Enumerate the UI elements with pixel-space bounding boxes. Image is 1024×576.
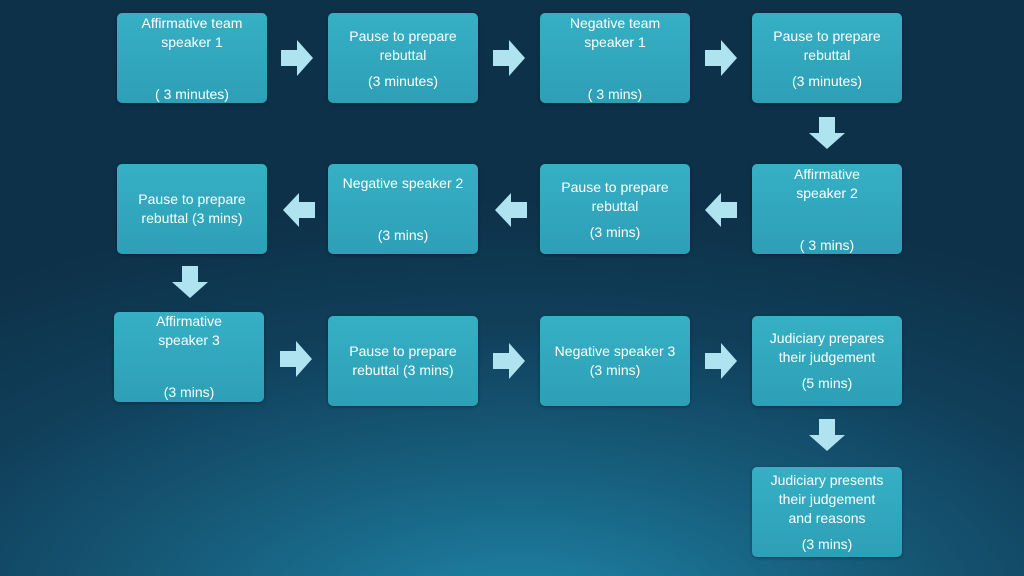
step-title: Judiciary presents their judgement and r… [770,472,884,526]
step-time: (3 minutes) [367,73,439,89]
down-arrow-icon [172,266,208,298]
right-arrow-icon [493,40,525,76]
step-title: Judiciary prepares their judgement [769,330,885,365]
left-arrow-icon [283,193,315,227]
down-arrow-icon [809,117,845,149]
step-negative-speaker-1: Negative team speaker 1 ( 3 mins) [540,13,690,103]
step-pause-1: Pause to prepare rebuttal (3 minutes) [328,13,478,103]
step-affirmative-speaker-3: Affirmative speaker 3 (3 mins) [114,312,264,402]
step-judiciary-presents: Judiciary presents their judgement and r… [752,467,902,557]
step-time: (3 mins) [163,384,215,400]
step-time: (3 minutes) [791,73,863,89]
step-title: Pause to prepare rebuttal [349,28,457,63]
right-arrow-icon [281,40,313,76]
step-negative-speaker-3: Negative speaker 3 (3 mins) [540,316,690,406]
right-arrow-icon [705,40,737,76]
step-time: (5 mins) [801,375,853,391]
step-title: Pause to prepare rebuttal (3 mins) [349,343,457,378]
step-time: (3 mins) [377,227,429,243]
step-judiciary-prepares: Judiciary prepares their judgement (5 mi… [752,316,902,406]
step-time: ( 3 mins) [799,237,855,253]
step-time: (3 mins) [589,224,641,240]
step-title: Affirmative speaker 3 [156,313,222,348]
step-title: Affirmative team speaker 1 [141,15,243,50]
right-arrow-icon [280,341,312,377]
step-time: ( 3 mins) [587,86,643,102]
step-pause-4: Pause to prepare rebuttal (3 mins) [117,164,267,254]
step-pause-5: Pause to prepare rebuttal (3 mins) [328,316,478,406]
step-title: Negative team speaker 1 [569,15,661,50]
left-arrow-icon [495,193,527,227]
step-affirmative-speaker-1: Affirmative team speaker 1 ( 3 minutes) [117,13,267,103]
step-title: Negative speaker 2 [342,175,464,191]
step-pause-2: Pause to prepare rebuttal (3 minutes) [752,13,902,103]
step-time: ( 3 minutes) [155,86,229,102]
step-title: Pause to prepare rebuttal [561,179,669,214]
step-pause-3: Pause to prepare rebuttal (3 mins) [540,164,690,254]
left-arrow-icon [705,193,737,227]
right-arrow-icon [493,343,525,379]
step-title: Pause to prepare rebuttal (3 mins) [138,191,246,226]
down-arrow-icon [809,419,845,451]
step-title: Negative speaker 3 (3 mins) [554,343,676,378]
step-title: Pause to prepare rebuttal [773,28,881,63]
step-time: (3 mins) [801,536,853,552]
step-negative-speaker-2: Negative speaker 2 (3 mins) [328,164,478,254]
right-arrow-icon [705,343,737,379]
step-title: Affirmative speaker 2 [794,166,860,201]
step-affirmative-speaker-2: Affirmative speaker 2 ( 3 mins) [752,164,902,254]
